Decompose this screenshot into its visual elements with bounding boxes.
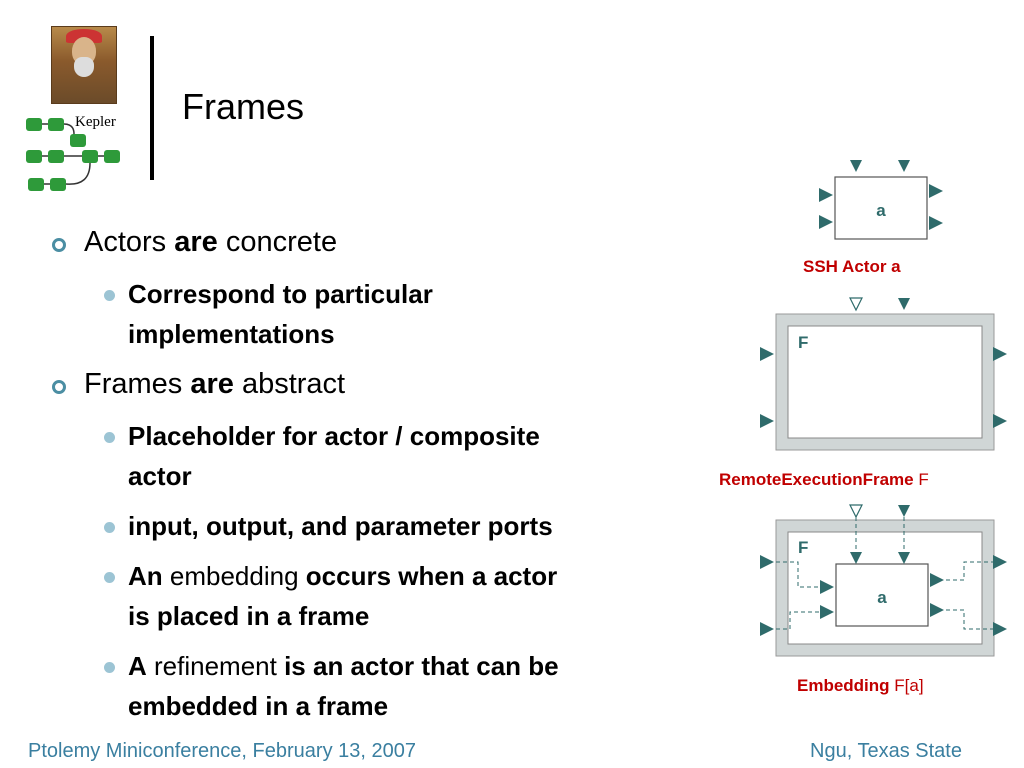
page-title: Frames [182,86,305,127]
label-remote-execution-frame: RemoteExecutionFrame F [719,470,929,489]
title-divider [150,36,154,180]
svg-text:F: F [798,333,808,352]
remote-execution-frame: F [760,297,1007,451]
workflow-nodes-icon [26,118,120,191]
sub-bullet-marker [104,662,115,673]
label-ssh-actor: SSH Actor a [803,257,901,276]
bullet-marker [52,238,66,252]
footer-right: Ngu, Texas State [810,740,962,762]
svg-text:F: F [798,538,808,557]
svg-text:a: a [876,201,886,220]
sub-bullet-embedding: An embedding occurs when a actor is plac… [128,561,558,631]
portrait-icon [51,26,117,104]
label-embedding: Embedding F[a] [797,676,924,695]
bullet-marker [52,380,66,394]
sub-bullet-marker [104,572,115,583]
svg-text:a: a [877,588,887,607]
sub-bullet-ports: input, output, and parameter ports [128,511,553,541]
frames-diagram: a F F [760,160,1007,657]
sub-bullet-marker [104,522,115,533]
logo-text: Kepler [75,114,116,130]
sub-bullet-marker [104,432,115,443]
sub-bullet-marker [104,290,115,301]
footer-left: Ptolemy Miniconference, February 13, 200… [28,740,416,762]
ssh-actor-box: a [819,160,943,240]
bullet-actors-concrete: Actors are concrete [84,226,338,258]
embedding-frame: F a [760,504,1007,657]
sub-bullet-refinement: A refinement is an actor that can be emb… [128,651,559,721]
bullet-frames-abstract: Frames are abstract [84,368,346,400]
